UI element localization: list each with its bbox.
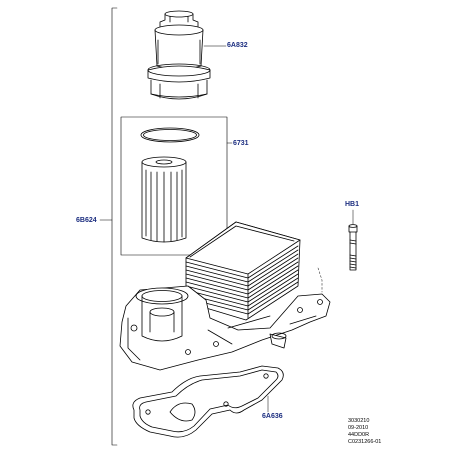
o-ring [140, 127, 200, 143]
reference-line-1: 3030210 [348, 418, 370, 424]
gasket [132, 365, 284, 438]
reference-line-2: 09-2010 [348, 424, 369, 431]
housing-body [119, 285, 331, 371]
callout-hb1: HB1 [345, 201, 360, 208]
dashed-guide [317, 267, 323, 293]
filter-cartridge [141, 156, 187, 243]
reference-line-3: 44DD0R [348, 431, 370, 438]
filter-element-box [120, 116, 228, 256]
assembly-bracket [111, 7, 118, 446]
callout-6a832: 6A832 [227, 42, 248, 49]
reference-codes: 3030210 09-2010 44DD0R C0231266-01 [348, 418, 381, 446]
reference-line-4: C0231266-01 [348, 438, 382, 445]
filter-cap [147, 10, 211, 100]
callout-6731: 6731 [233, 140, 249, 147]
oil-cooler [185, 221, 301, 321]
callout-6a636: 6A636 [262, 413, 283, 420]
bolt [348, 209, 358, 271]
callout-6b624: 6B624 [76, 217, 97, 224]
